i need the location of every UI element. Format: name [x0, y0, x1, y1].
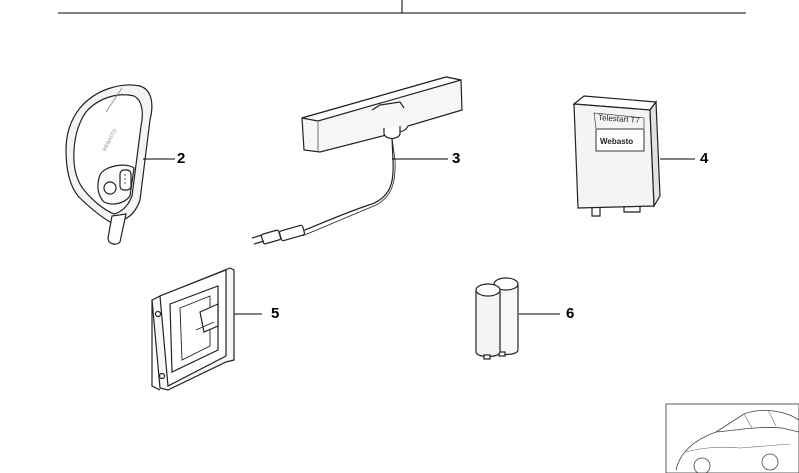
- remote-control-illustration: WEBASTO: [65, 84, 175, 245]
- receiver-brand-text: Webasto: [600, 137, 633, 146]
- receiver-model-text: Telestart T7: [598, 113, 641, 125]
- part-label-6: 6: [566, 305, 575, 322]
- antenna-illustration: [251, 76, 463, 245]
- part-label-5: 5: [271, 305, 280, 322]
- part-label-4: 4: [700, 150, 709, 167]
- vehicle-thumbnail: [665, 403, 799, 473]
- mounting-bracket-illustration: [151, 267, 262, 391]
- receiver-module-illustration: [572, 95, 695, 217]
- part-label-3: 3: [452, 150, 461, 167]
- batteries-illustration: [475, 277, 560, 360]
- header-rule: [58, 0, 746, 14]
- part-label-2: 2: [177, 150, 186, 167]
